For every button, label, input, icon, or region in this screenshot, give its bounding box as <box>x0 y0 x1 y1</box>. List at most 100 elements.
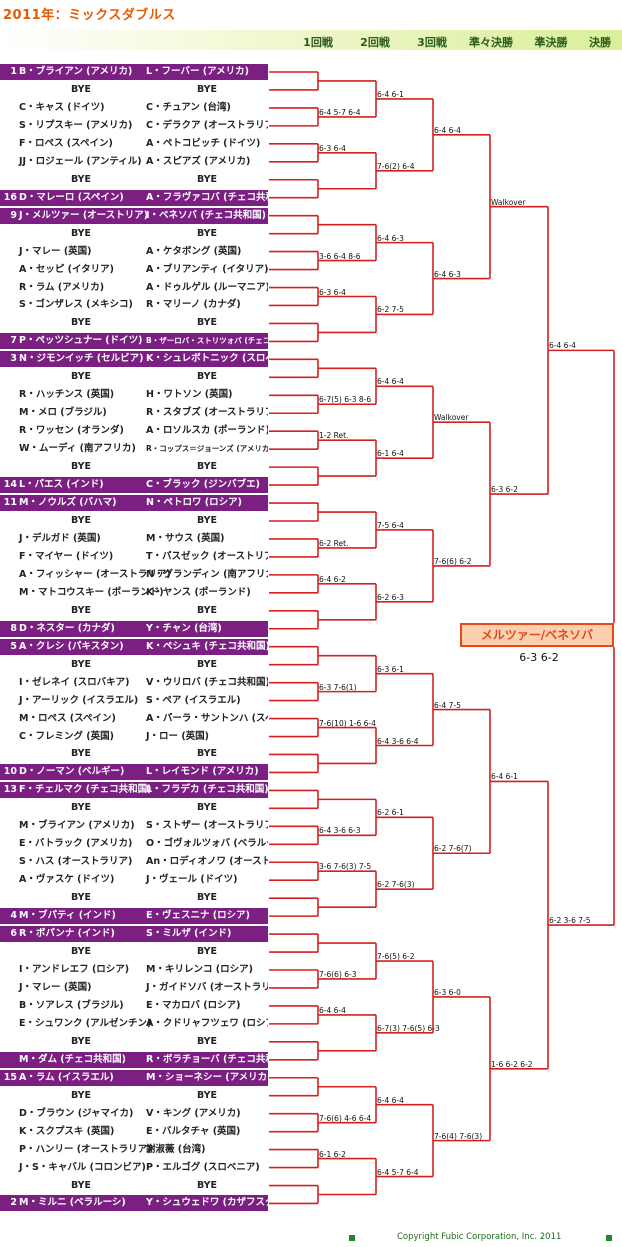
player-a-name: D・ノーマン (ベルギー) <box>19 766 125 778</box>
match-score: 6-4 3-6 6-3 <box>319 826 361 836</box>
player-b-name: BYE <box>196 1089 218 1101</box>
player-a-name: S・ゴンザレス (メキシコ) <box>19 299 133 311</box>
player-a-name: BYE <box>70 892 92 904</box>
match-score: 6-4 6-3 <box>377 233 404 243</box>
player-b-name: BYE <box>196 604 218 616</box>
player-b-name: BYE <box>196 515 218 526</box>
match-score: 6-3 6-2 <box>491 485 518 495</box>
player-b-name: M・サウス (英国) <box>146 532 225 544</box>
round-label-sf: 準決勝 <box>534 36 568 49</box>
copyright-text: Copyright Fubic Corporation, Inc. 2011 <box>397 1232 562 1242</box>
match-score: 6-4 6-4 <box>549 341 576 351</box>
match-score: 6-2 Ret. <box>319 538 349 548</box>
match-score: 6-1 6-4 <box>377 449 404 459</box>
seed-number: 13 <box>3 784 17 796</box>
player-a-name: A・セッピ (イタリア) <box>19 263 114 275</box>
player-a-name: P・ハンリー (オーストラリア) <box>19 1143 152 1155</box>
draw-entry: R・ハッチンス (英国)H・ワトソン (英国) <box>0 387 268 403</box>
page-title: 2011年：ミックスダブルス <box>3 8 176 23</box>
player-a-name: M・ブパティ (インド) <box>19 910 116 922</box>
draw-entry: M・ロペス (スペイン)A・パーラ・サントンハ (スペイン) <box>0 711 268 727</box>
player-a-name: BYE <box>70 1035 92 1047</box>
seed-number: 3 <box>10 353 17 365</box>
match-score: 1-6 6-2 6-2 <box>491 1059 533 1069</box>
match-score: Walkover <box>434 413 469 423</box>
player-b-name: K・ヤンス (ポーランド) <box>146 586 251 598</box>
match-score: 6-4 6-1 <box>377 89 404 99</box>
player-b-name: BYE <box>196 173 218 185</box>
draw-entry: M・ダム (チェコ共和国)R・ボラチョーバ (チェコ共和国) <box>0 1051 268 1068</box>
draw-entry: C・キャス (ドイツ)C・チュアン (台湾) <box>0 100 268 116</box>
match-score: 6-4 6-4 <box>377 1095 404 1105</box>
player-a-name: J・S・キャバル (コロンビア) <box>19 1161 146 1173</box>
player-a-name: R・ラム (アメリカ) <box>19 281 105 293</box>
player-b-name: BYE <box>196 748 218 760</box>
player-b-name: BYE <box>196 1035 218 1047</box>
match-score: 6-4 6-4 <box>434 125 461 135</box>
seed-number: 9 <box>10 209 17 221</box>
player-b-name: BYE <box>196 892 218 904</box>
draw-entry: BYE BYE <box>0 315 268 331</box>
draw-entry: R・ラム (アメリカ)A・ドゥルゲル (ルーマニア) <box>0 280 268 296</box>
seed-number: 8 <box>10 622 17 634</box>
match-score: 6-3 6-4 <box>319 143 346 153</box>
seed-number: 2 <box>10 1197 17 1209</box>
round-label-qf: 準々決勝 <box>469 36 513 49</box>
match-score: 7-6(4) 7-6(3) <box>434 1131 483 1141</box>
player-b-name: E・ヴェスニナ (ロシア) <box>146 910 250 922</box>
player-b-name: A・ロソルスカ (ポーランド) <box>146 425 268 437</box>
player-b-name: Y・シュウェドワ (カザフスタン) <box>146 1197 268 1209</box>
player-b-name: BYE <box>196 317 218 329</box>
player-a-name: M・メロ (ブラジル) <box>19 407 107 419</box>
player-b-name: H・ワトソン (英国) <box>146 389 233 401</box>
player-a-name: A・クレシ (パキスタン) <box>19 640 124 652</box>
player-b-name: O・ゴヴォルツォバ (ベラルーシ) <box>146 838 268 850</box>
champion-box: メルツァー/ベネソバ <box>460 623 614 647</box>
player-a-name: J・デルガド (英国) <box>19 532 101 544</box>
player-a-name: J・マレー (英国) <box>19 245 92 257</box>
match-score: 6-4 5-7 6-4 <box>377 1167 419 1177</box>
seed-number: 6 <box>10 928 17 940</box>
match-score: 6-2 7-6(3) <box>377 880 415 890</box>
player-b-name: N・グランディン (南アフリカ) <box>146 568 268 580</box>
player-b-name: P・エルゴグ (スロベニア) <box>146 1161 260 1173</box>
player-a-name: R・ワッセン (オランダ) <box>19 425 124 437</box>
match-score: 6-4 6-4 <box>319 1005 346 1015</box>
seed-number: 10 <box>3 766 17 778</box>
player-b-name: A・ペトコビッチ (ドイツ) <box>146 137 261 149</box>
draw-entry: BYE BYE <box>0 513 268 529</box>
draw-entry: W・ムーディ (南アフリカ)R・コップス＝ジョーンズ (アメリカ) <box>0 441 268 457</box>
player-a-name: M・マトコウスキー (ポーランド) <box>19 586 164 598</box>
player-a-name: BYE <box>70 317 92 329</box>
draw-entry: E・シュワンク (アルゼンチン)A・クドリャフツェワ (ロシア) <box>0 1016 268 1032</box>
green-square-icon <box>606 1235 612 1241</box>
draw-entry: 16D・マレーロ (スペイン)A・フラヴァコバ (チェコ共和国) <box>0 189 268 206</box>
draw-entry: J・S・キャバル (コロンビア)P・エルゴグ (スロベニア) <box>0 1160 268 1176</box>
player-b-name: K・ペシュキ (チェコ共和国) <box>146 640 268 652</box>
player-b-name: L・フラデカ (チェコ共和国) <box>146 784 268 796</box>
player-a-name: BYE <box>70 515 92 526</box>
draw-entry: 7P・ペッツシュナー (ドイツ)B・ザーロバ・ストリツォバ (チェコ共和国) <box>0 333 268 350</box>
player-b-name: N・ペトロワ (ロシア) <box>146 497 242 509</box>
player-b-name: E・バルタチャ (英国) <box>146 1125 241 1137</box>
player-a-name: L・パエス (インド) <box>19 479 104 491</box>
round-header-bar <box>0 30 622 50</box>
player-b-name: I・ベネソバ (チェコ共和国) <box>146 209 267 221</box>
player-b-name: R・マリーノ (カナダ) <box>146 299 241 311</box>
round-label-3: 3回戦 <box>417 36 447 49</box>
draw-entry: A・ヴァスケ (ドイツ)J・ヴェール (ドイツ) <box>0 872 268 888</box>
player-a-name: E・バトラック (アメリカ) <box>19 838 133 850</box>
match-score: 6-4 6-2 <box>319 574 346 584</box>
player-b-name: BYE <box>196 227 218 239</box>
player-a-name: A・フィッシャー (オーストラリア) <box>19 568 171 580</box>
player-b-name: A・ブリアンティ (イタリア) <box>146 263 268 275</box>
match-score: 7-6(5) 6-2 <box>377 952 415 962</box>
